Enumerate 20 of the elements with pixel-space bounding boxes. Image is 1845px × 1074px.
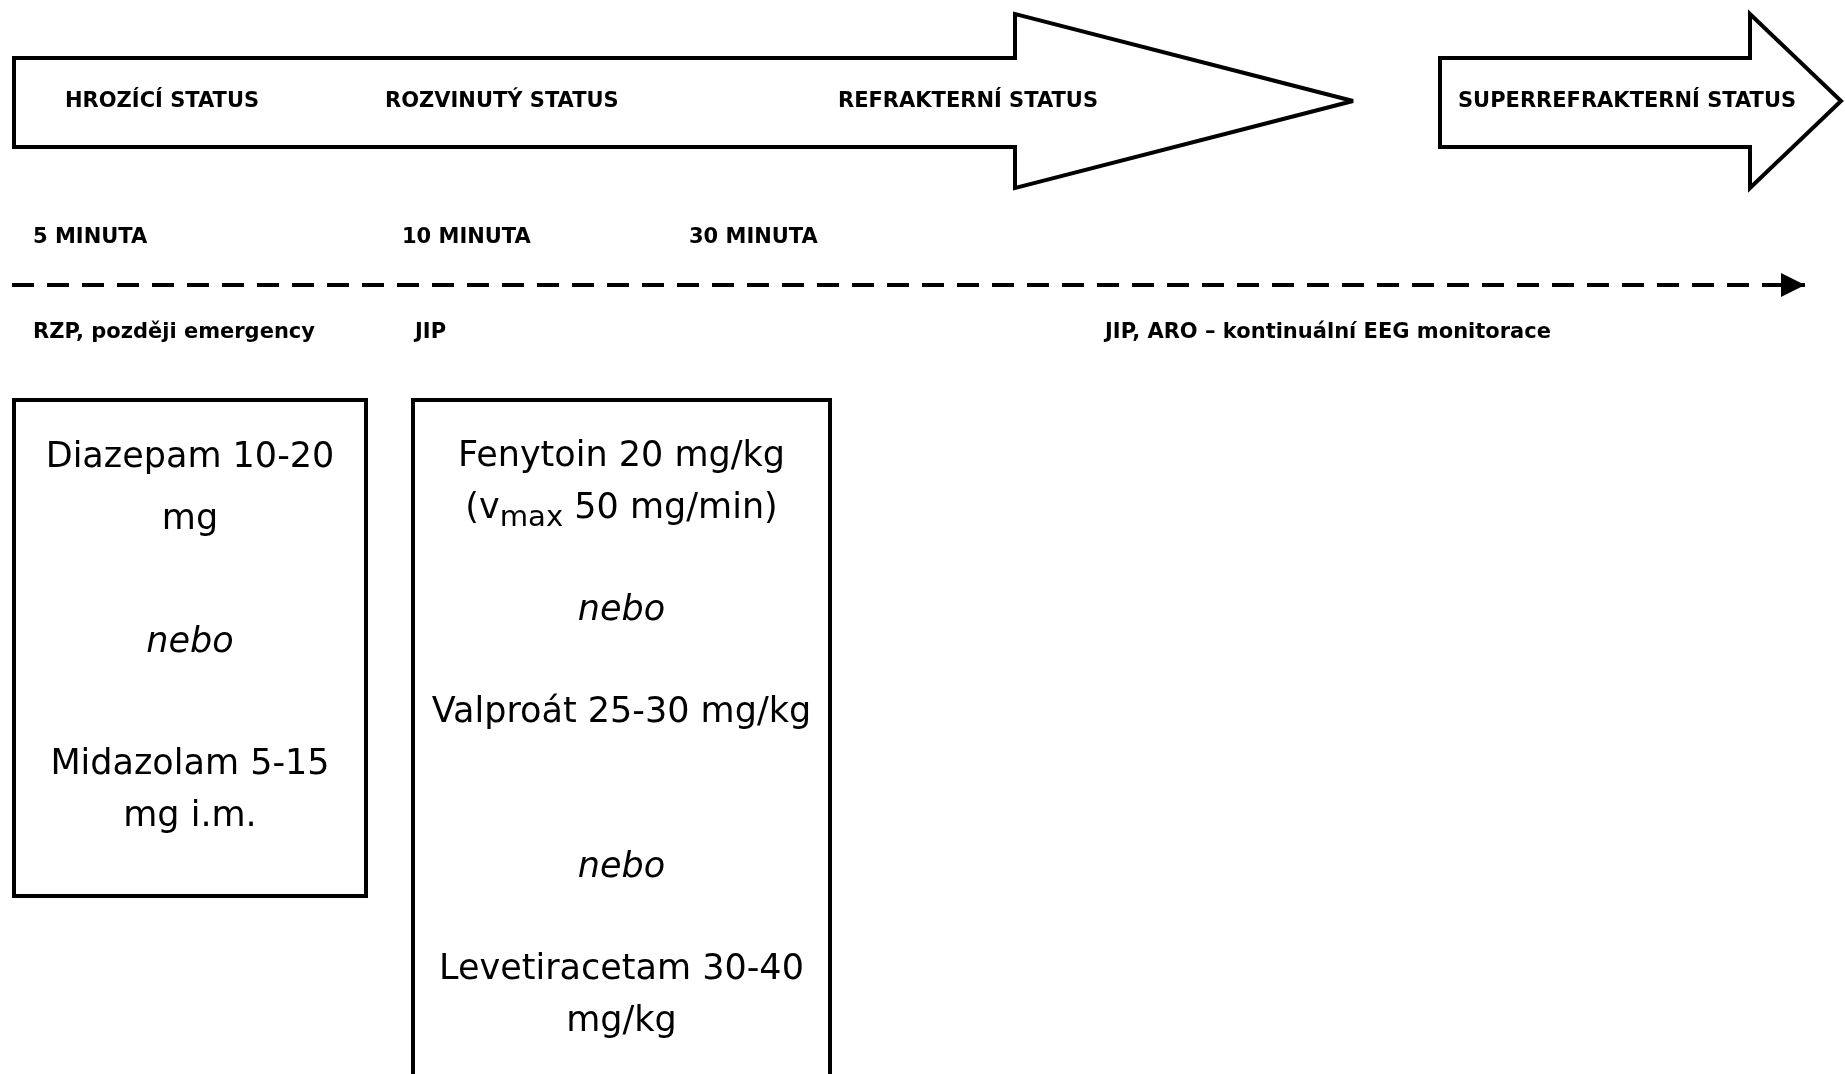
care-setting-label: RZP, později emergency: [33, 319, 315, 343]
stage-label: HROZÍCÍ STATUS: [65, 88, 260, 112]
time-label: 5 MINUTA: [33, 224, 148, 248]
dose-box: [12, 398, 368, 898]
time-label: 10 MINUTA: [402, 224, 531, 248]
stage-label: SUPERREFRAKTERNÍ STATUS: [1458, 88, 1797, 112]
time-label: 30 MINUTA: [689, 224, 818, 248]
drug-dose-text: Levetiracetam 30-40 mg/kg: [438, 946, 805, 1041]
stage-label: ROZVINUTÝ STATUS: [385, 88, 619, 112]
or-text: nebo: [576, 844, 667, 887]
or-text: nebo: [145, 619, 235, 662]
drug-dose-text: Fenytoin 20 mg/kg (v$_{max}$ 50 mg/min): [456, 433, 787, 535]
care-setting-label: JIP: [415, 319, 447, 343]
drug-dose-text: Midazolam 5-15 mg i.m.: [49, 741, 331, 836]
dose-box: [411, 398, 832, 1074]
care-setting-label: JIP, ARO – kontinuální EEG monitorace: [1105, 319, 1551, 343]
drug-dose-text: Valproát 25-30 mg/kg: [430, 689, 813, 732]
drug-dose-text: Diazepam 10-20 mg: [44, 434, 336, 539]
stage-label: REFRAKTERNÍ STATUS: [838, 88, 1099, 112]
or-text: nebo: [576, 587, 667, 630]
